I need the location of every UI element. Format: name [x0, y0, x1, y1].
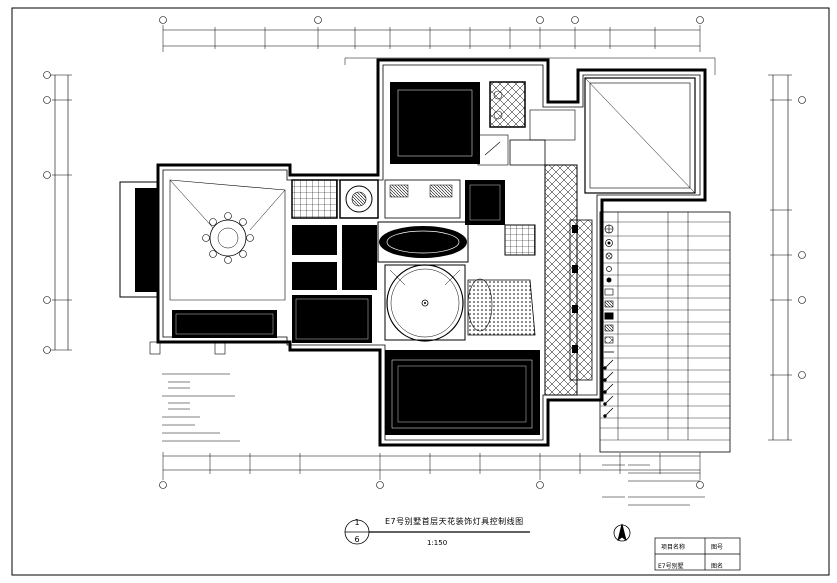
- drawing-title-mark: [344, 519, 530, 545]
- detail-bubble-number: 1: [354, 518, 360, 527]
- legend-table: [599, 211, 731, 453]
- title-block-project-label: 项目名称: [661, 544, 686, 551]
- garage-room: [584, 77, 696, 194]
- left-porch: [119, 181, 159, 298]
- title-block-name: E7号别墅: [658, 563, 684, 570]
- left-porch-fill: [135, 188, 157, 292]
- dining-ceiling: [169, 179, 286, 301]
- bottom-axis-bubbles: [159, 481, 704, 489]
- dark-ceiling-2: [292, 225, 337, 255]
- corridor: [377, 221, 469, 263]
- left-dimension-lines: [50, 74, 72, 351]
- wiring-notes: [602, 464, 705, 506]
- title-block: [654, 537, 741, 571]
- right-dimension-lines: [768, 74, 792, 441]
- building-walls: [156, 58, 707, 447]
- bottom-dimension-lines: [162, 452, 701, 480]
- drawing-scale: 1:150: [427, 539, 448, 547]
- top-axis-bubbles: [159, 16, 704, 24]
- stair-area: [467, 279, 536, 336]
- left-axis-bubbles: [43, 71, 51, 354]
- drawing-title: E7号别墅首层天花装饰灯具控制线图: [385, 517, 524, 526]
- right-axis-bubbles: [798, 96, 806, 379]
- round-ceiling: [386, 264, 464, 342]
- north-arrow-icon: [613, 523, 631, 542]
- grid-ceiling-1: [291, 179, 338, 219]
- general-notes: [162, 373, 240, 442]
- detail-bubble-sheet: 6: [354, 535, 360, 544]
- title-block-sheet-label: 图号: [711, 544, 724, 551]
- top-dimension-lines: [162, 25, 701, 52]
- dining-table: [202, 212, 254, 264]
- corridor-ellipse: [379, 226, 467, 258]
- title-block-drawing-label: 图名: [711, 563, 724, 570]
- sheet-frame: [11, 7, 830, 576]
